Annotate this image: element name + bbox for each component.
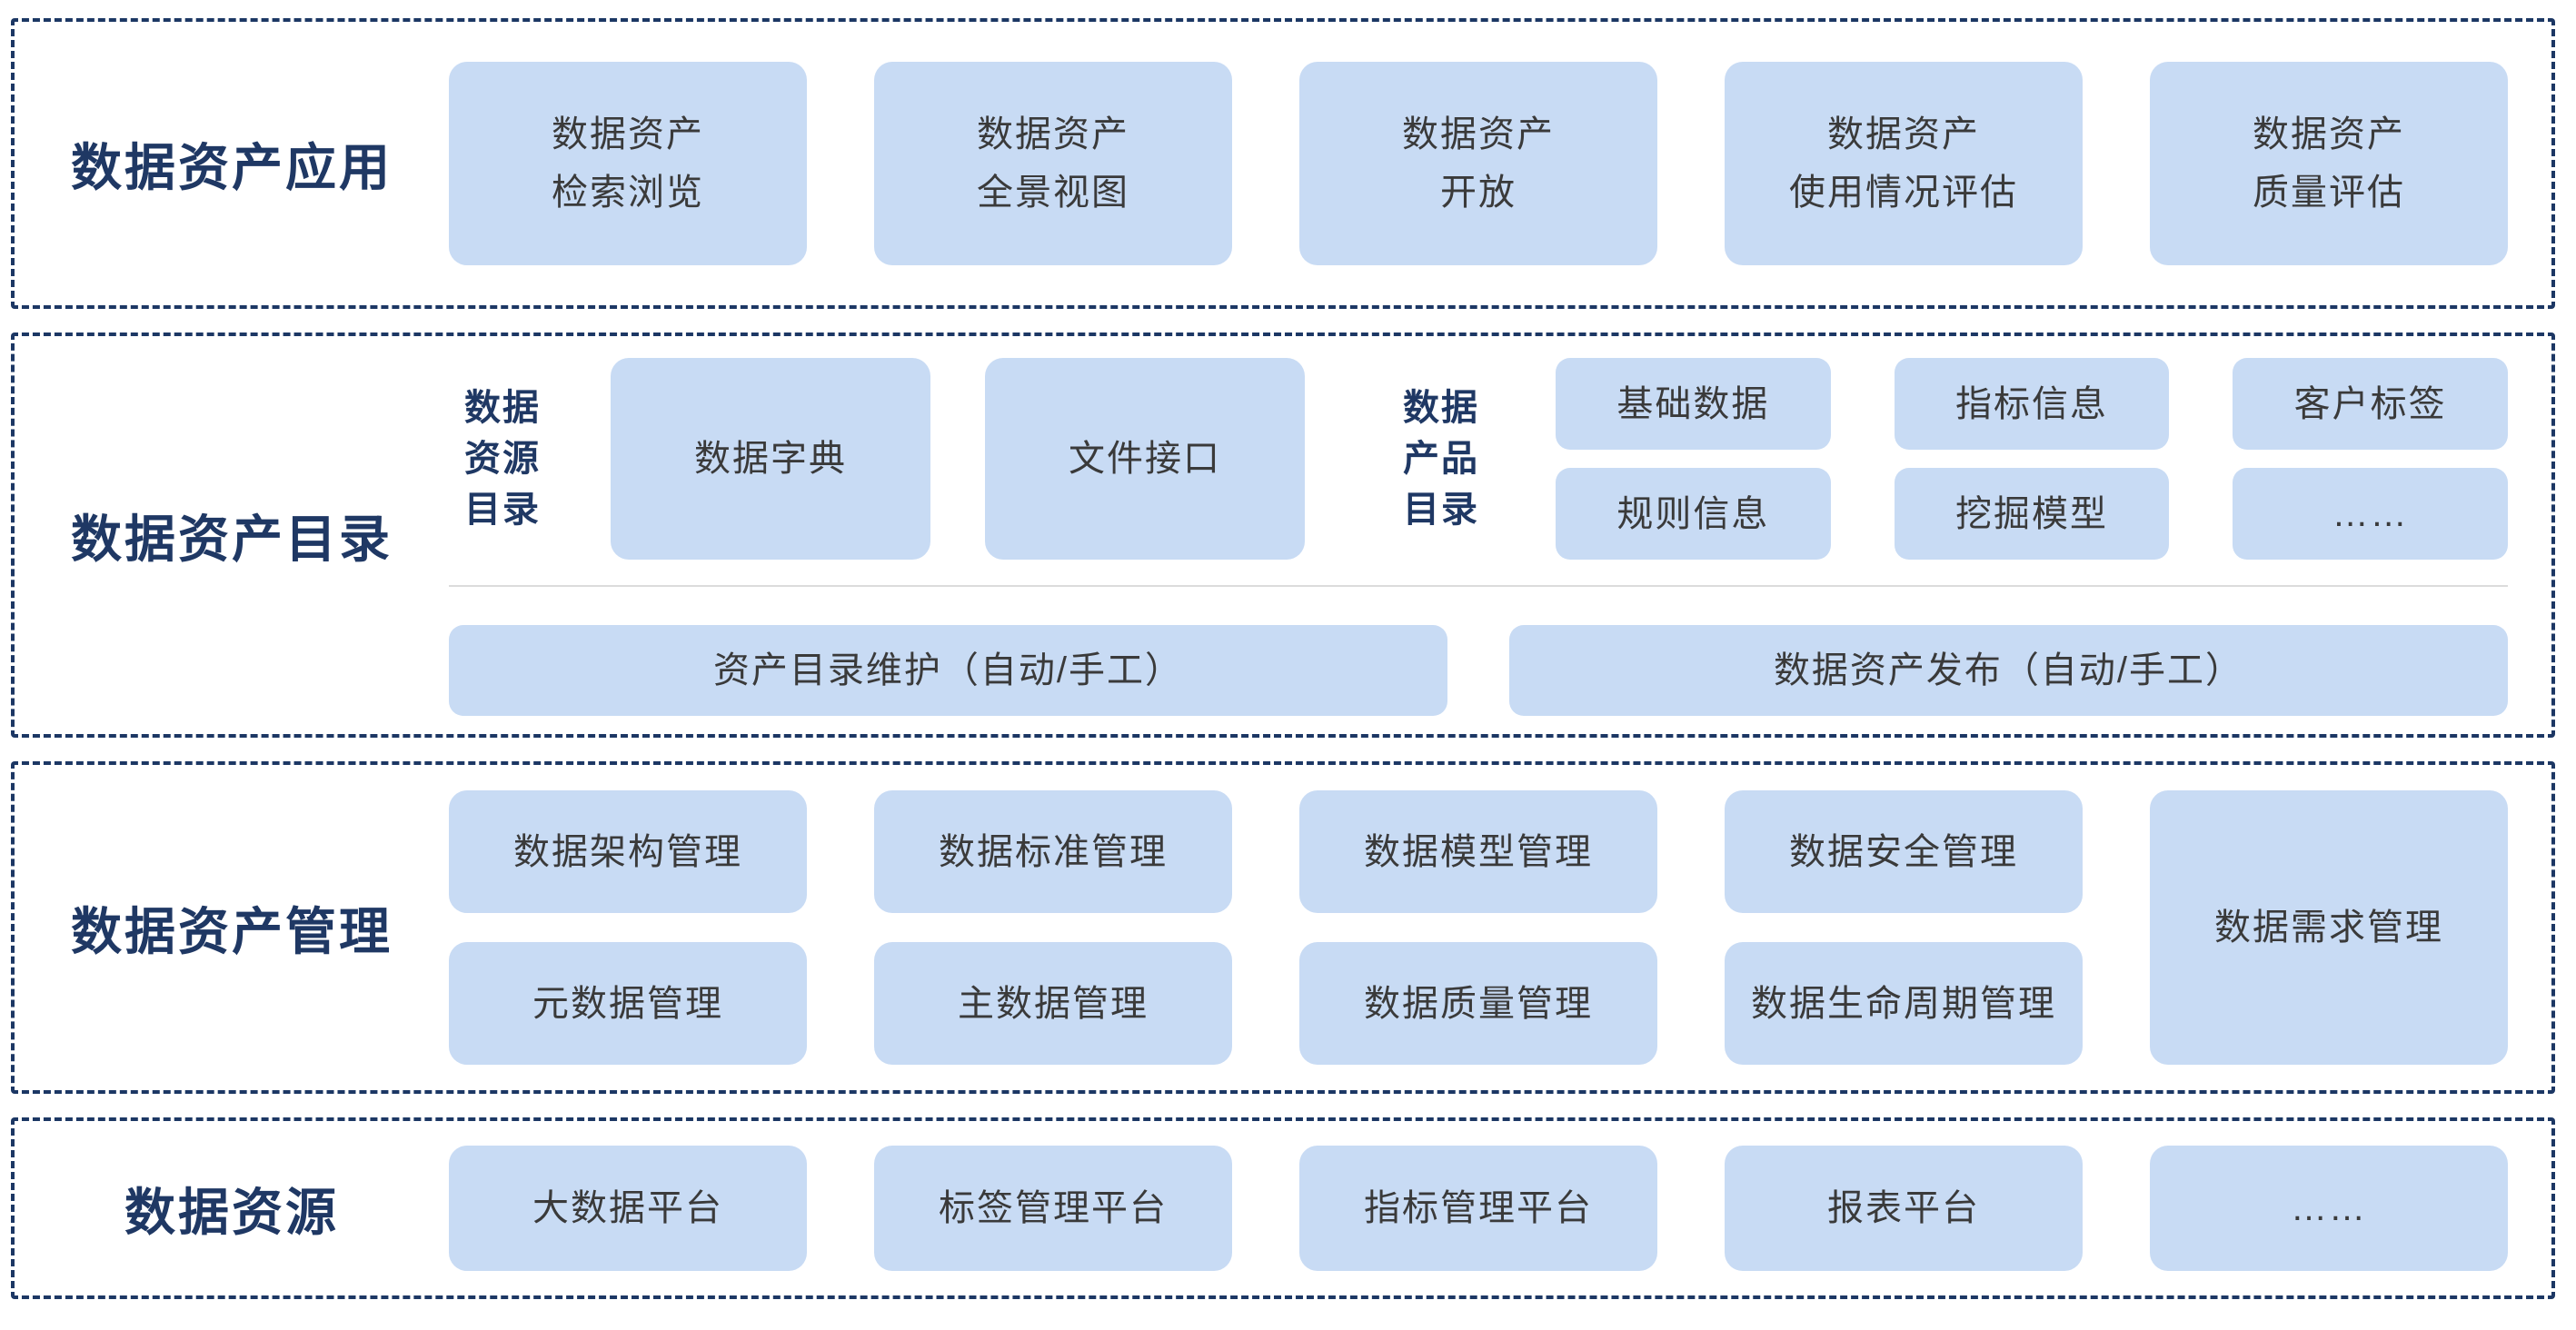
resource-boxes-row: 大数据平台 标签管理平台 指标管理平台 报表平台 …… [449,1121,2551,1295]
catalog-box-maintenance: 资产目录维护（自动/手工） [449,625,1447,716]
product-catalog-sublabel: 数据 产品 目录 [1403,388,1479,530]
section-data-asset-management: 数据资产管理 数据架构管理 元数据管理 数据标准管理 主数据管理 数据模型管理 … [11,761,2555,1094]
resource-catalog-sublabel: 数据 资源 目录 [464,388,541,530]
catalog-top-row: 数据 资源 目录 数据字典 文件接口 数据 产品 目录 基础数据 指标信息 客户… [449,358,2508,560]
product-box-rule-info: 规则信息 [1556,468,1831,560]
product-box-ellipsis: …… [2233,468,2508,560]
section-title-resources: 数据资源 [124,1183,339,1241]
management-column-2: 数据标准管理 主数据管理 [874,790,1232,1065]
mgmt-box-data-architecture: 数据架构管理 [449,790,807,913]
management-column-4: 数据安全管理 数据生命周期管理 [1725,790,2083,1065]
app-box-panorama-view: 数据资产 全景视图 [874,62,1232,265]
section-data-resources: 数据资源 大数据平台 标签管理平台 指标管理平台 报表平台 …… [11,1117,2555,1299]
catalog-divider-line [449,585,2508,587]
section-label-area: 数据资产管理 [15,765,449,1090]
mgmt-box-metadata: 元数据管理 [449,942,807,1065]
mgmt-box-data-security: 数据安全管理 [1725,790,2083,913]
catalog-box-data-dictionary: 数据字典 [611,358,930,560]
application-boxes-row: 数据资产 检索浏览 数据资产 全景视图 数据资产 开放 数据资产 使用情况评估 … [449,22,2551,305]
catalog-bottom-row: 资产目录维护（自动/手工） 数据资产发布（自动/手工） [449,625,2508,716]
mgmt-box-data-quality: 数据质量管理 [1299,942,1657,1065]
section-data-asset-catalog: 数据资产目录 数据 资源 目录 数据字典 文件接口 数据 产品 目录 基础数据 … [11,332,2555,738]
catalog-box-publish: 数据资产发布（自动/手工） [1509,625,2508,716]
mgmt-box-data-model: 数据模型管理 [1299,790,1657,913]
product-box-mining-model: 挖掘模型 [1894,468,2170,560]
section-label-area: 数据资源 [15,1121,449,1295]
section-label-area: 数据资产应用 [15,22,449,305]
mgmt-box-data-standards: 数据标准管理 [874,790,1232,913]
section-title-management: 数据资产管理 [71,902,393,960]
product-box-indicator-info: 指标信息 [1894,358,2170,450]
app-box-open: 数据资产 开放 [1299,62,1657,265]
app-box-retrieval-browse: 数据资产 检索浏览 [449,62,807,265]
mgmt-box-data-lifecycle: 数据生命周期管理 [1725,942,2083,1065]
mgmt-box-data-requirements: 数据需求管理 [2150,790,2508,1065]
resource-box-indicator-platform: 指标管理平台 [1299,1146,1657,1271]
app-box-quality-evaluation: 数据资产 质量评估 [2150,62,2508,265]
section-data-asset-application: 数据资产应用 数据资产 检索浏览 数据资产 全景视图 数据资产 开放 数据资产 … [11,18,2555,309]
resource-box-bigdata-platform: 大数据平台 [449,1146,807,1271]
product-box-basic-data: 基础数据 [1556,358,1831,450]
resource-box-tag-platform: 标签管理平台 [874,1146,1232,1271]
management-column-1: 数据架构管理 元数据管理 [449,790,807,1065]
section-label-area: 数据资产目录 [15,336,449,734]
management-column-3: 数据模型管理 数据质量管理 [1299,790,1657,1065]
resource-box-report-platform: 报表平台 [1725,1146,2083,1271]
product-box-customer-tags: 客户标签 [2233,358,2508,450]
resource-box-ellipsis: …… [2150,1146,2508,1271]
catalog-content: 数据 资源 目录 数据字典 文件接口 数据 产品 目录 基础数据 指标信息 客户… [449,336,2551,734]
mgmt-box-master-data: 主数据管理 [874,942,1232,1065]
catalog-box-file-interface: 文件接口 [985,358,1305,560]
management-grid: 数据架构管理 元数据管理 数据标准管理 主数据管理 数据模型管理 数据质量管理 … [449,765,2551,1090]
app-box-usage-evaluation: 数据资产 使用情况评估 [1725,62,2083,265]
section-title-catalog: 数据资产目录 [71,510,393,568]
product-boxes-grid: 基础数据 指标信息 客户标签 规则信息 挖掘模型 …… [1556,358,2508,560]
section-title-application: 数据资产应用 [71,138,393,196]
